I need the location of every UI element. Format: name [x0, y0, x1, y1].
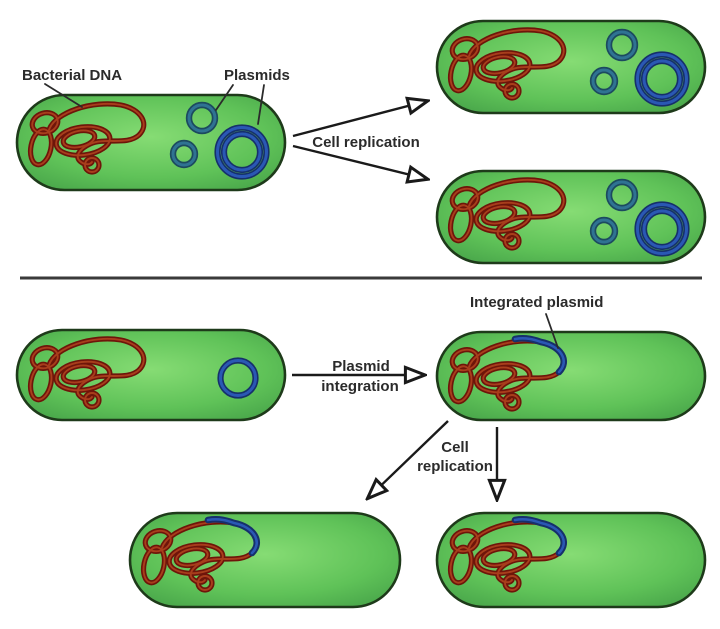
cell-daughter-top-2: [435, 169, 707, 265]
plasmid-integration-label-line2: integration: [321, 378, 399, 395]
plasmids-leader-line-right: [257, 84, 265, 125]
plasmid-integration-label-line1: Plasmid: [332, 358, 390, 375]
cell-original: [15, 93, 287, 192]
cell-with-integrated-plasmid: [435, 330, 707, 422]
replication-arrow-upper: [292, 101, 427, 138]
plasmids-label: Plasmids: [224, 67, 290, 84]
cell-replication-label-top: Cell replication: [312, 134, 420, 151]
cell-replication-label-bottom-line1: Cell: [441, 439, 469, 456]
replication-arrow-diagonal: [368, 420, 449, 498]
bacterial-dna-leader-line: [44, 83, 83, 108]
integrated-plasmid-leader-line: [545, 313, 559, 349]
bacterial-dna-label: Bacterial DNA: [22, 67, 122, 84]
replication-arrow-lower: [292, 144, 427, 179]
integrated-plasmid-label: Integrated plasmid: [470, 294, 603, 311]
cell-daughter-bottom-1: [128, 511, 402, 609]
cell-replication-label-bottom-line2: replication: [417, 458, 493, 475]
cell-before-integration: [15, 328, 287, 422]
plasmids-leader-line-left: [215, 84, 234, 111]
cell-daughter-top-1: [435, 19, 707, 115]
single-plasmid: [217, 357, 259, 399]
cell-daughter-bottom-2: [435, 511, 707, 609]
